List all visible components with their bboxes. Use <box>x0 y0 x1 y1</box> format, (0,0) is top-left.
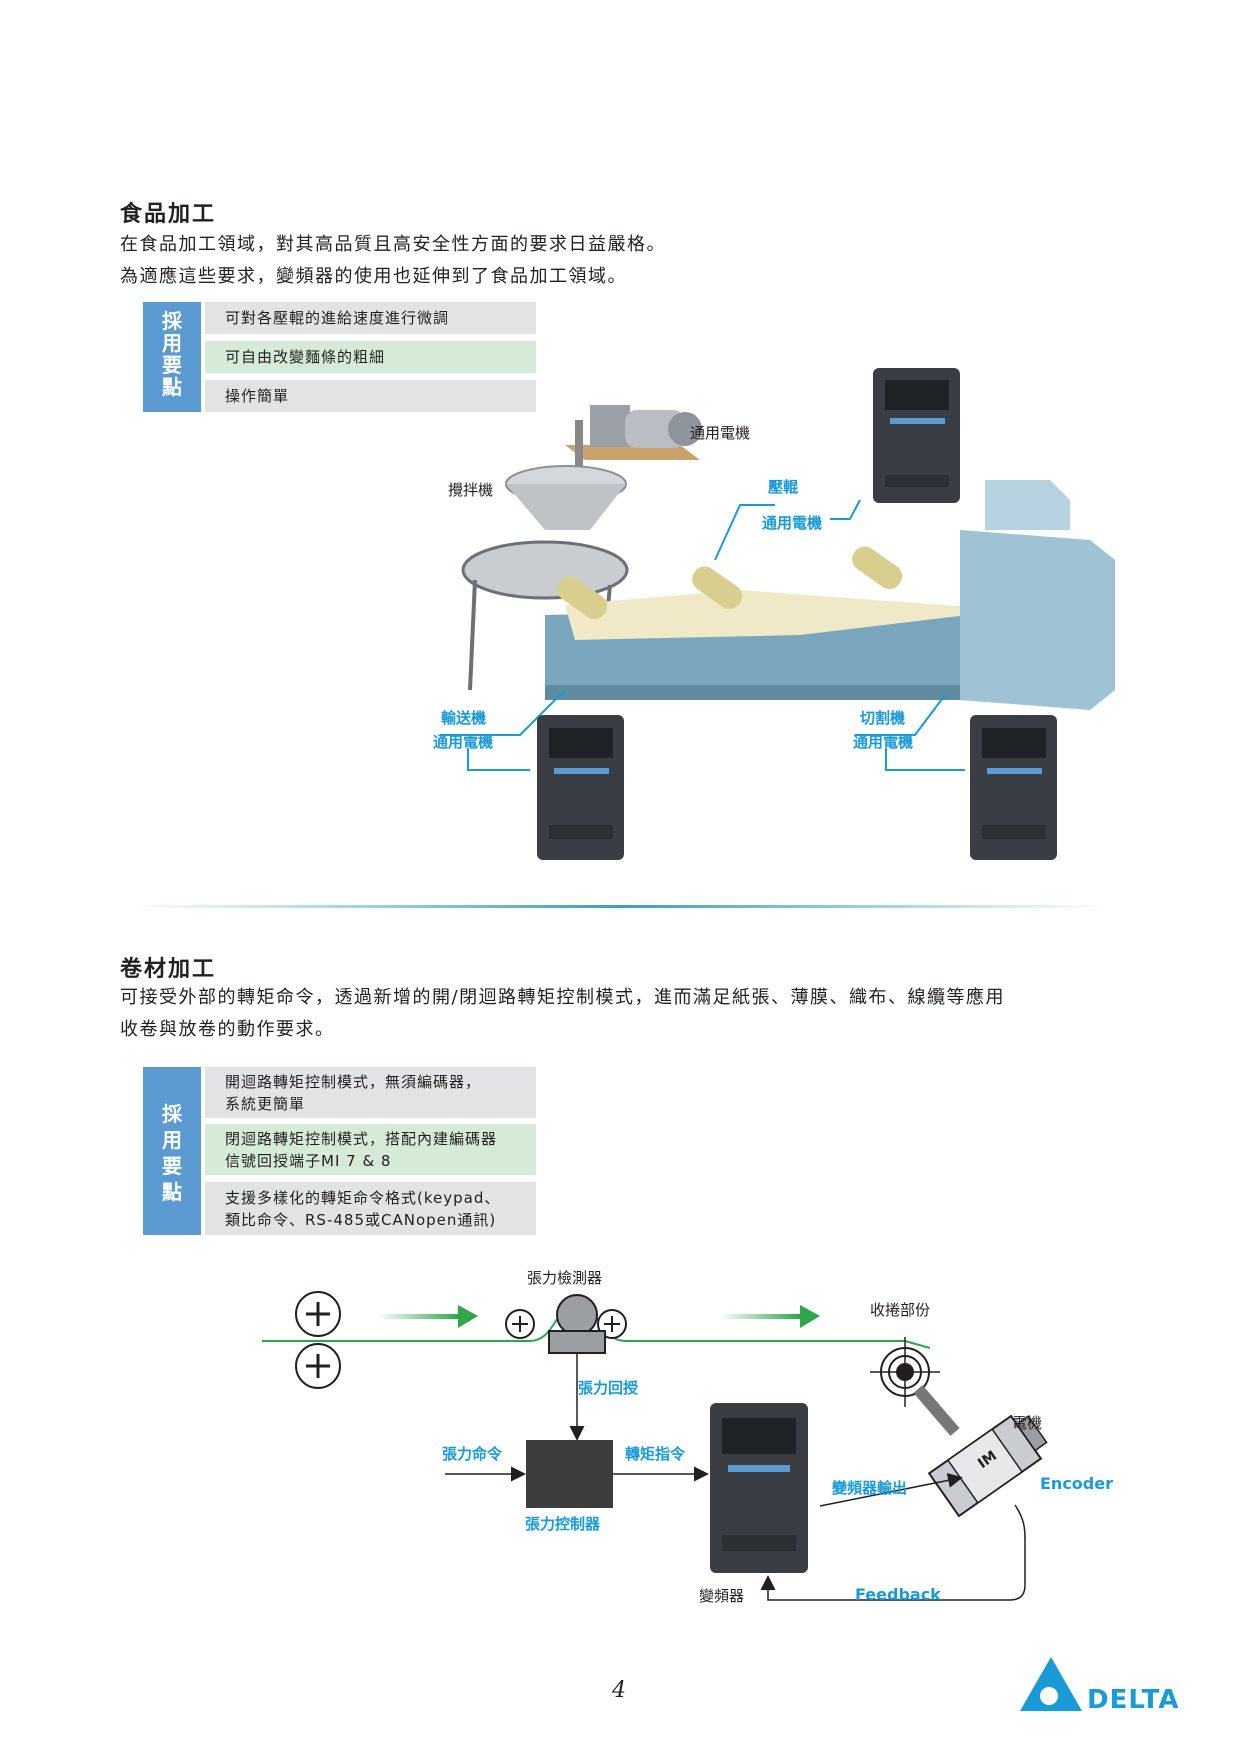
flow-arrow-head <box>458 1305 478 1328</box>
mixer-motor-body <box>625 410 685 448</box>
vfd-roller <box>873 368 960 503</box>
point-line: 系統更簡單 <box>225 1095 306 1113</box>
encoder-label: Encoder <box>1040 1474 1113 1493</box>
guide-roller-left <box>505 1309 535 1339</box>
motor-platform <box>565 445 700 460</box>
inverter-drive <box>710 1403 808 1573</box>
feedback-label: Feedback <box>855 1585 941 1604</box>
winding-reel <box>870 1337 940 1407</box>
roller-leader <box>714 504 775 561</box>
vfd-cutter <box>970 715 1057 860</box>
web-point-1: 開迴路轉矩控制模式，無須編碼器， 系統更簡單 <box>205 1067 536 1118</box>
food-point-2: 可自由改變麵條的粗細 <box>205 341 536 373</box>
web-line-2: 收卷與放卷的動作要求。 <box>120 1019 335 1040</box>
tag-char: 要 <box>162 1154 182 1178</box>
tension-controller-box <box>526 1440 613 1508</box>
motor-shaft <box>913 1385 960 1436</box>
conveyor-motor-leader <box>467 748 530 771</box>
tension-detector-label: 張力檢測器 <box>527 1269 603 1287</box>
roller-label: 壓輥 <box>768 478 799 496</box>
food-line-1: 在食品加工領域，對其高品質且高安全性方面的要求日益嚴格。 <box>120 234 666 255</box>
point-line: 類比命令、RS-485或CANopen通訊) <box>225 1211 497 1229</box>
food-point-3: 操作簡單 <box>205 380 536 412</box>
roller-motor-leader <box>830 499 861 520</box>
delta-logo-text: DELTA <box>1087 1685 1180 1715</box>
delta-logo-icon <box>1020 1657 1082 1711</box>
roller-motor-label: 通用電機 <box>762 514 823 532</box>
conveyor-label: 輸送機 <box>441 709 487 727</box>
food-key-points-tag: 採 用 要 點 <box>143 302 201 412</box>
tag-char: 要 <box>162 353 182 377</box>
flow-arrow <box>720 1314 800 1319</box>
vfd-conveyor <box>537 715 624 860</box>
mixer-shaft <box>575 420 583 490</box>
motor-end <box>668 412 702 446</box>
mixer-funnel <box>506 484 626 530</box>
flow-arrow-head <box>800 1305 820 1328</box>
inverter-label: 變頻器 <box>699 1587 745 1605</box>
tag-char: 用 <box>162 1128 182 1152</box>
roller <box>692 566 743 609</box>
cutter-label: 切割機 <box>860 709 906 727</box>
conveyor-leader <box>440 689 566 736</box>
tension-feedback-label: 張力回授 <box>578 1379 639 1397</box>
point-line: 開迴路轉矩控制模式，無須編碼器， <box>225 1073 482 1091</box>
section-divider <box>130 905 1110 908</box>
roller <box>557 576 608 619</box>
conveyor-base-bottom <box>545 685 1010 700</box>
unwind-roller-top <box>295 1291 341 1337</box>
cutter-motor-leader <box>885 748 965 771</box>
roller <box>852 546 903 589</box>
web-title: 卷材加工 <box>120 957 217 982</box>
conveyor-motor-label: 通用電機 <box>433 733 494 751</box>
tray-leg <box>468 579 477 691</box>
mixer-motor-label: 通用電機 <box>690 424 751 442</box>
gear-box <box>590 405 630 447</box>
page-number: 4 <box>612 1678 626 1703</box>
inverter-output-arrow <box>819 1472 963 1507</box>
web-key-points-tag: 採 用 要 點 <box>143 1067 201 1235</box>
mixer-label: 攪拌機 <box>448 481 494 499</box>
tag-char: 採 <box>162 1102 182 1126</box>
torque-command-label: 轉矩指令 <box>625 1445 686 1463</box>
food-title: 食品加工 <box>120 202 217 227</box>
cutter-steps-top <box>985 480 1070 530</box>
tag-char: 點 <box>162 1180 182 1204</box>
point-line: 閉迴路轉矩控制模式，搭配內建編碼器 <box>225 1130 498 1148</box>
point-line: 支援多樣化的轉矩命令格式(keypad、 <box>225 1189 501 1207</box>
flow-arrow <box>378 1314 458 1319</box>
im-motor <box>927 1414 1048 1518</box>
food-line-2: 為適應這些要求，變頻器的使用也延伸到了食品加工領域。 <box>120 266 627 287</box>
feedback-line <box>760 1504 1026 1601</box>
dough-tray <box>461 540 629 600</box>
winding-label: 收捲部份 <box>870 1301 931 1319</box>
unwind-roller-bottom <box>295 1343 341 1389</box>
cutter-motor-label: 通用電機 <box>853 733 914 751</box>
point-line: 信號回授端子MI 7 & 8 <box>225 1152 392 1170</box>
cutter-steps <box>960 530 1115 710</box>
food-point-1: 可對各壓輥的進給速度進行微調 <box>205 302 536 334</box>
tag-char: 採 <box>162 309 182 333</box>
tag-char: 用 <box>162 331 182 355</box>
tension-command-label: 張力命令 <box>442 1445 503 1463</box>
motor-label: 電機 <box>1012 1414 1043 1432</box>
tension-controller-label: 張力控制器 <box>525 1515 601 1533</box>
cutter-leader <box>855 694 946 736</box>
web-point-2: 閉迴路轉矩控制模式，搭配內建編碼器 信號回授端子MI 7 & 8 <box>205 1124 536 1175</box>
web-line-1: 可接受外部的轉矩命令，透過新增的開/閉迴路轉矩控制模式，進而滿足紙張、薄膜、織布… <box>120 987 1006 1008</box>
web-point-3: 支援多樣化的轉矩命令格式(keypad、 類比命令、RS-485或CANopen… <box>205 1182 536 1235</box>
tag-char: 點 <box>162 375 182 399</box>
inverter-output-label: 變頻器輸出 <box>832 1479 908 1497</box>
dough-sheet <box>565 590 1010 640</box>
